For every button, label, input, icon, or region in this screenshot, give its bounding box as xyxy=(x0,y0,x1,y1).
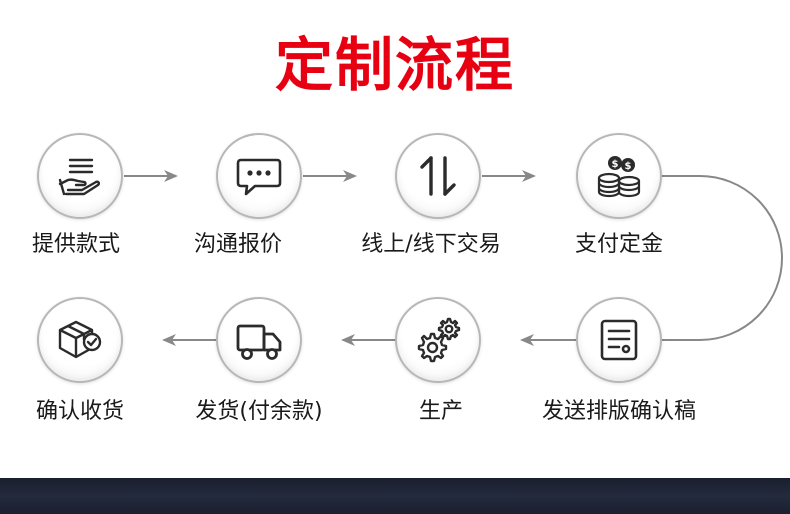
step-5-label: 发送排版确认稿 xyxy=(541,399,696,424)
step-6-label: 生产 xyxy=(418,399,463,424)
step-4-label: 支付定金 xyxy=(574,232,663,257)
step-3-label: 线上/线下交易 xyxy=(361,232,501,257)
step-3-circle xyxy=(395,133,481,219)
page-title: 定制流程 xyxy=(274,31,515,99)
step-7-circle xyxy=(216,297,302,383)
connector-u-turn xyxy=(662,175,783,341)
step-8-label: 确认收货 xyxy=(35,399,124,424)
step-2-label: 沟通报价 xyxy=(193,232,282,257)
step-6-circle xyxy=(395,297,481,383)
package-check-icon xyxy=(54,314,106,366)
step-8-circle xyxy=(37,297,123,383)
up-down-arrows-icon xyxy=(412,150,464,202)
svg-text:$: $ xyxy=(625,161,632,172)
svg-text:$: $ xyxy=(612,159,619,170)
step-2-circle xyxy=(216,133,302,219)
coin-stack-icon: $ $ xyxy=(593,150,645,202)
step-5-circle xyxy=(576,297,662,383)
delivery-truck-icon xyxy=(233,314,285,366)
hand-with-document-icon xyxy=(54,150,106,202)
document-list-icon xyxy=(593,314,645,366)
step-1-label: 提供款式 xyxy=(31,232,120,257)
chat-bubble-icon xyxy=(233,150,285,202)
step-1-circle xyxy=(37,133,123,219)
step-7-label: 发货(付余款) xyxy=(195,399,323,424)
gears-icon xyxy=(412,314,464,366)
step-4-circle: $ $ xyxy=(576,133,662,219)
footer-band xyxy=(0,478,790,514)
